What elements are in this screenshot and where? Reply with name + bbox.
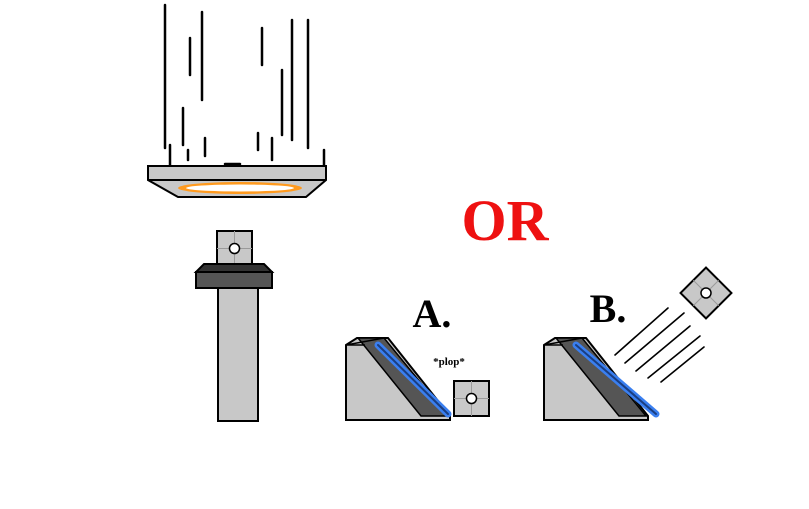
- weighted-storage-cube-icon: [453, 380, 490, 417]
- plop-sound-text: *plop*: [433, 356, 465, 368]
- blue-portal-icon: [374, 341, 452, 418]
- angled-panel-b: [543, 337, 660, 421]
- weighted-storage-cube-icon: [216, 230, 253, 267]
- pedestal-button: [193, 263, 275, 422]
- motion-streaks-launch: [614, 307, 705, 383]
- angled-panel-a: [345, 337, 452, 421]
- motion-streaks-falling: [163, 3, 326, 167]
- or-label: OR: [462, 188, 550, 253]
- option-a-label: A.: [413, 291, 452, 336]
- ceiling-panel: [147, 165, 327, 198]
- blue-portal-icon: [572, 341, 660, 418]
- option-b-label: B.: [590, 286, 627, 331]
- weighted-storage-cube-icon: [679, 266, 733, 320]
- orange-portal-icon: [178, 182, 302, 194]
